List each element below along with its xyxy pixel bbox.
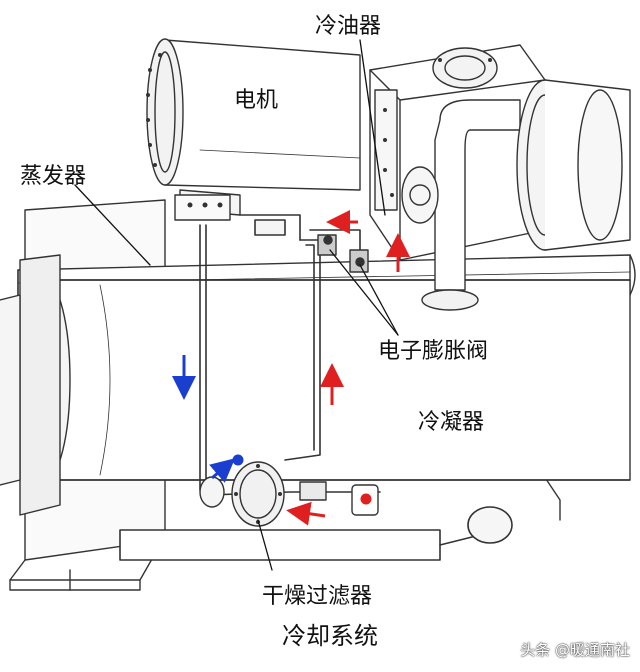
motor-housing [146,38,361,221]
flow-dot-red [360,493,372,505]
label-motor: 电机 [234,88,279,113]
right-flange [516,79,631,251]
flow-arrow-red-left-bottom [286,501,326,526]
flow-dot-blue [232,454,244,466]
filter-dryer [199,461,379,527]
flow-arrows [172,210,410,526]
label-evaporator: 蒸发器 [20,164,87,189]
label-condenser: 冷凝器 [418,410,485,435]
label-expansion-valve: 电子膨胀阀 [378,339,489,364]
label-filter-dryer: 干燥过滤器 [262,584,373,609]
expansion-valves [317,234,369,273]
watermark: 头条 @暖通南社 [520,641,630,659]
leader-lines [74,39,399,571]
flow-arrow-blue-diagonal [209,458,236,483]
refrigerant-loop [119,214,513,561]
diagram-title: 冷却系统 [282,622,378,650]
end-plate [0,254,61,516]
condenser-shell [19,279,631,481]
discharge-pipe [401,99,521,311]
label-oil-cooler: 冷油器 [315,14,382,39]
